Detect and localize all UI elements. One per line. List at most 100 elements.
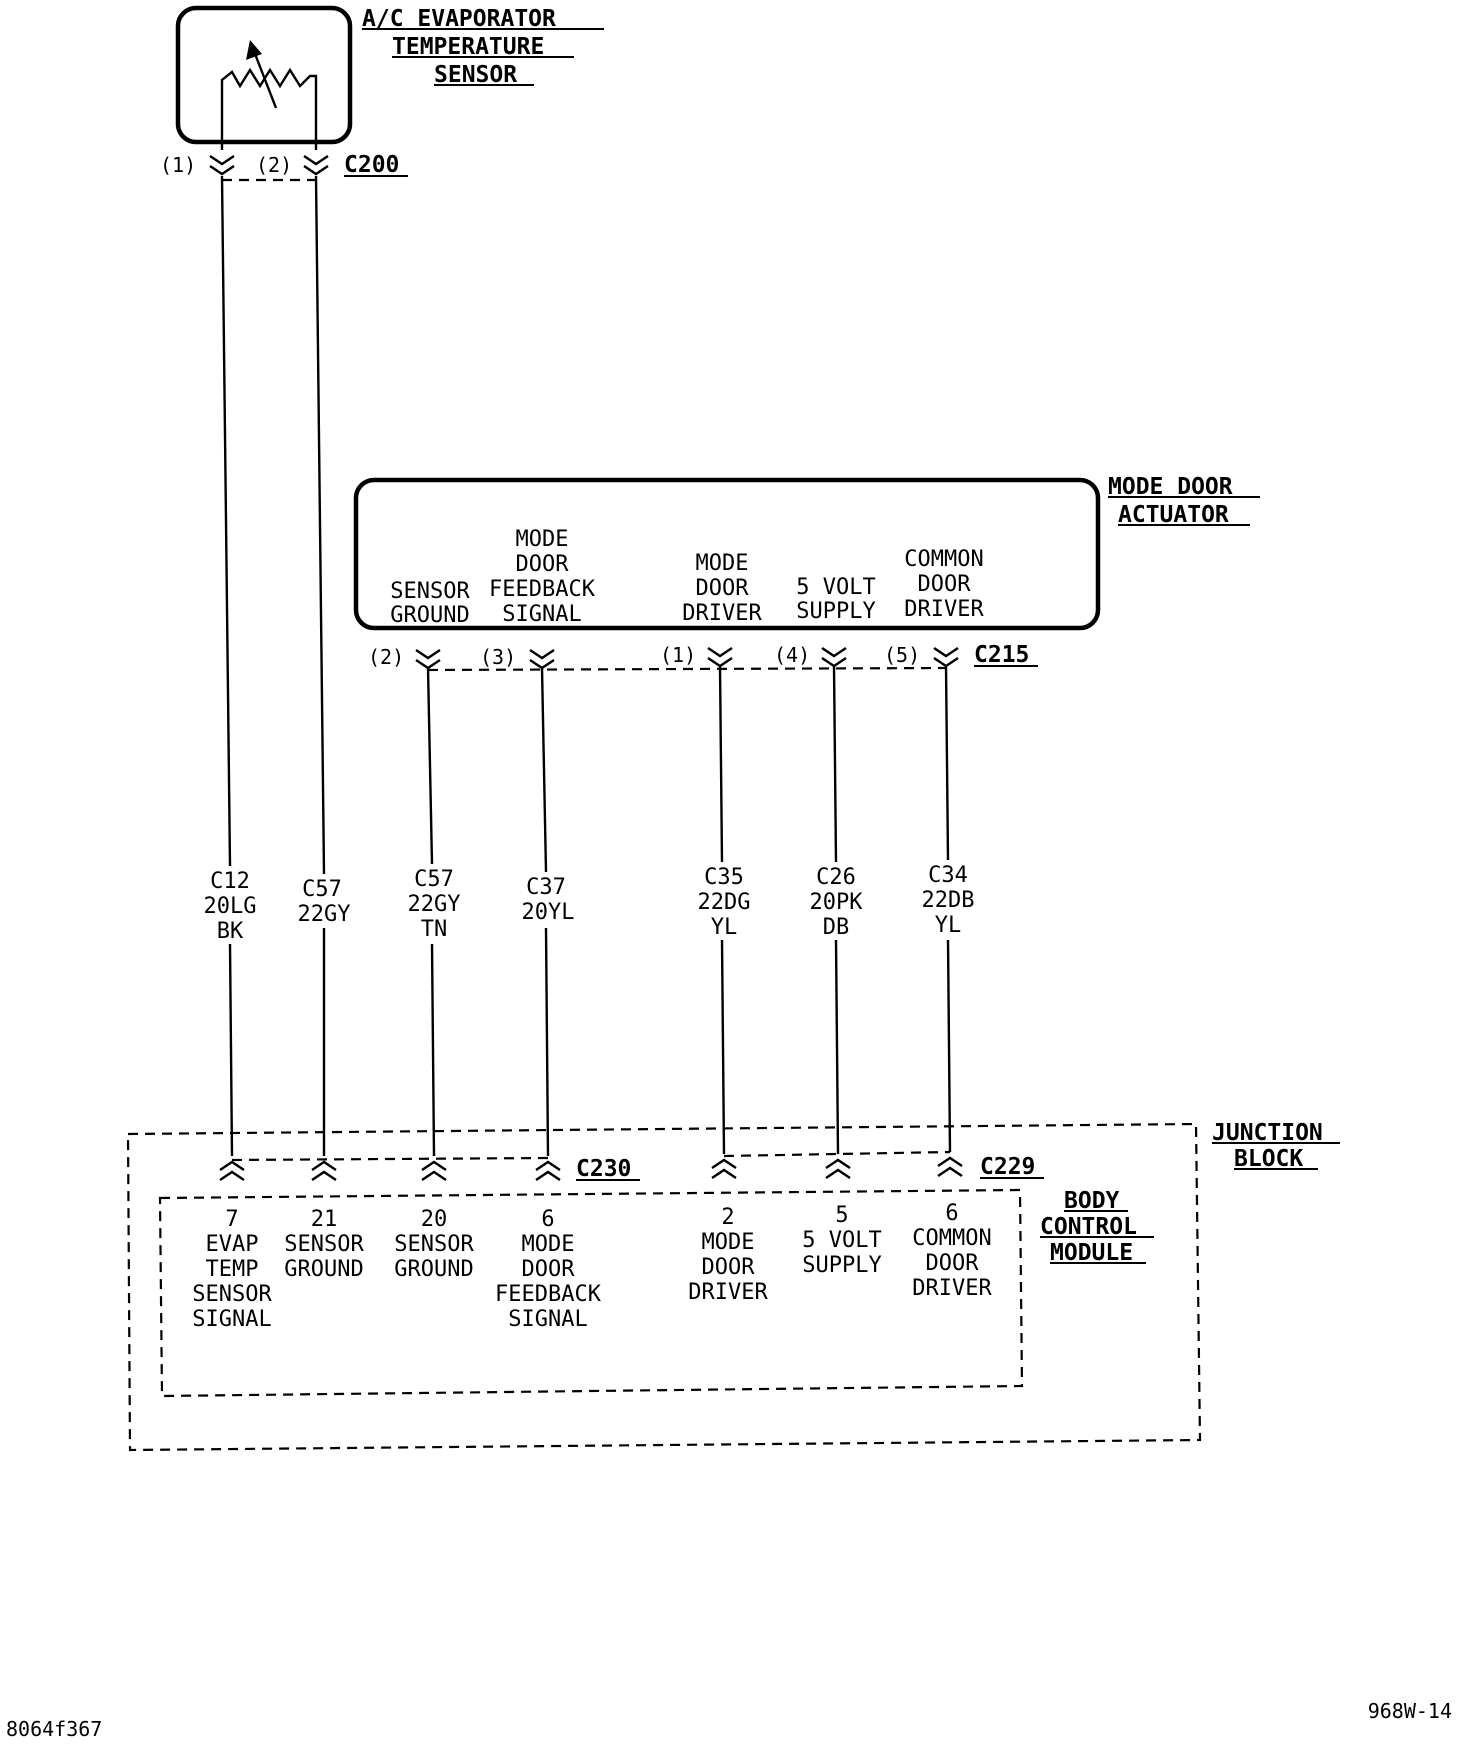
svg-text:2: 2 <box>721 1205 734 1230</box>
wire-c57-sensor-upper <box>314 175 326 875</box>
bcm-title-line-2: CONTROL <box>1040 1214 1137 1240</box>
svg-text:DRIVER: DRIVER <box>904 597 984 622</box>
wire-c34-upper <box>944 665 950 861</box>
c230-connector-label: C230 <box>576 1156 631 1182</box>
svg-text:DOOR: DOOR <box>918 572 972 597</box>
c200-pin-2-chevron <box>303 155 329 176</box>
c230-pin-7-chevron <box>219 1160 245 1181</box>
svg-text:5 VOLT: 5 VOLT <box>796 575 875 600</box>
svg-text:22DB: 22DB <box>922 888 975 913</box>
c215-pin-2: (2) <box>368 645 404 669</box>
wire-c34-lower <box>946 939 952 1153</box>
sensor-body <box>175 5 353 145</box>
svg-text:6: 6 <box>945 1201 958 1226</box>
svg-text:BK: BK <box>217 919 244 944</box>
wire-c35-upper <box>718 665 724 863</box>
svg-text:21: 21 <box>311 1207 338 1232</box>
svg-text:C57: C57 <box>302 877 342 902</box>
svg-text:C35: C35 <box>704 865 744 890</box>
svg-text:6: 6 <box>541 1207 554 1232</box>
wire-c12-upper <box>220 175 232 867</box>
svg-text:TEMP: TEMP <box>206 1257 259 1282</box>
actuator-terminal-sensor-ground: SENSOR GROUND <box>390 579 470 628</box>
actuator-title-line-1: MODE DOOR <box>1108 474 1233 500</box>
svg-text:GROUND: GROUND <box>394 1257 473 1282</box>
svg-text:MODE: MODE <box>522 1232 575 1257</box>
svg-text:GROUND: GROUND <box>284 1257 363 1282</box>
wire-c57-actuator-lower <box>430 943 436 1157</box>
c215-pin-3: (3) <box>480 645 516 669</box>
c229-connector-label: C229 <box>980 1154 1035 1180</box>
svg-text:FEEDBACK: FEEDBACK <box>495 1282 602 1307</box>
wire-label-c57-actuator: C57 22GY TN <box>408 867 461 942</box>
svg-text:SENSOR: SENSOR <box>394 1232 474 1257</box>
wire-c37-upper <box>540 667 548 873</box>
bcm-title-line-1: BODY <box>1064 1188 1120 1214</box>
svg-text:DRIVER: DRIVER <box>688 1280 768 1305</box>
c215-pin-1: (1) <box>660 643 696 667</box>
svg-text:MODE: MODE <box>516 527 569 552</box>
svg-text:5: 5 <box>835 1203 848 1228</box>
svg-text:DOOR: DOOR <box>926 1251 980 1276</box>
svg-text:MODE: MODE <box>696 551 749 576</box>
c230-pin-6-chevron <box>535 1160 561 1181</box>
svg-text:DOOR: DOOR <box>522 1257 576 1282</box>
c215-connector-dash <box>427 666 947 672</box>
svg-text:20PK: 20PK <box>810 890 864 915</box>
actuator-terminal-common-door-driver: COMMON DOOR DRIVER <box>904 547 984 622</box>
bcm-terminal-20: 20 SENSOR GROUND <box>394 1207 474 1282</box>
wire-c37-lower <box>544 927 550 1157</box>
actuator-body <box>353 477 1101 631</box>
bcm-outline <box>158 1188 1024 1398</box>
c229-pin-6-chevron <box>937 1156 963 1177</box>
wire-label-c35: C35 22DG YL <box>698 865 751 940</box>
svg-text:DOOR: DOOR <box>702 1255 756 1280</box>
c215-connector-label: C215 <box>974 642 1029 668</box>
svg-text:C57: C57 <box>414 867 454 892</box>
svg-text:SIGNAL: SIGNAL <box>508 1307 587 1332</box>
svg-text:SENSOR: SENSOR <box>284 1232 364 1257</box>
svg-text:DRIVER: DRIVER <box>682 601 762 626</box>
svg-text:DRIVER: DRIVER <box>912 1276 992 1301</box>
svg-text:DOOR: DOOR <box>696 576 750 601</box>
c215-pin-4: (4) <box>774 643 810 667</box>
c200-connector-label: C200 <box>344 152 399 178</box>
c200-pin-2: (2) <box>256 153 292 177</box>
svg-text:SIGNAL: SIGNAL <box>192 1307 271 1332</box>
c229-pin-5-chevron <box>825 1158 851 1179</box>
junction-block-title-line-2: BLOCK <box>1234 1146 1303 1172</box>
c215-pin-5-chevron <box>933 647 959 668</box>
c200-pin-1: (1) <box>160 153 196 177</box>
actuator-terminal-5-volt-supply: 5 VOLT SUPPLY <box>796 575 875 624</box>
svg-text:C34: C34 <box>928 863 968 888</box>
svg-text:20LG: 20LG <box>204 894 257 919</box>
actuator-title-line-2: ACTUATOR <box>1118 502 1229 528</box>
bcm-terminal-7: 7 EVAP TEMP SENSOR SIGNAL <box>192 1207 272 1332</box>
wire-c57-actuator-upper <box>426 667 434 865</box>
wire-label-c26: C26 20PK DB <box>810 865 864 940</box>
bcm-terminal-6-feedback: 6 MODE DOOR FEEDBACK SIGNAL <box>495 1207 602 1332</box>
svg-text:TN: TN <box>421 917 448 942</box>
svg-text:7: 7 <box>225 1207 238 1232</box>
thermistor-arrowhead <box>246 40 262 60</box>
wire-label-c37: C37 20YL <box>522 875 575 925</box>
wire-c26-lower <box>834 939 840 1155</box>
svg-text:20YL: 20YL <box>522 900 575 925</box>
wire-c26-upper <box>832 665 838 863</box>
svg-text:SIGNAL: SIGNAL <box>502 602 581 627</box>
svg-text:GROUND: GROUND <box>390 603 469 628</box>
svg-text:20: 20 <box>421 1207 448 1232</box>
svg-text:SUPPLY: SUPPLY <box>802 1253 881 1278</box>
bcm-terminal-2: 2 MODE DOOR DRIVER <box>688 1205 768 1305</box>
junction-block-outline <box>126 1122 1202 1452</box>
svg-text:SUPPLY: SUPPLY <box>796 599 875 624</box>
c230-pin-21-chevron <box>311 1160 337 1181</box>
bcm-terminal-5: 5 5 VOLT SUPPLY <box>802 1203 881 1278</box>
wire-c35-lower <box>720 939 726 1155</box>
actuator-terminal-mode-door-driver: MODE DOOR DRIVER <box>682 551 762 626</box>
wire-label-c57-sensor: C57 22GY <box>298 877 351 927</box>
thermistor-symbol <box>220 67 318 150</box>
svg-text:5 VOLT: 5 VOLT <box>802 1228 881 1253</box>
svg-text:SENSOR: SENSOR <box>192 1282 272 1307</box>
